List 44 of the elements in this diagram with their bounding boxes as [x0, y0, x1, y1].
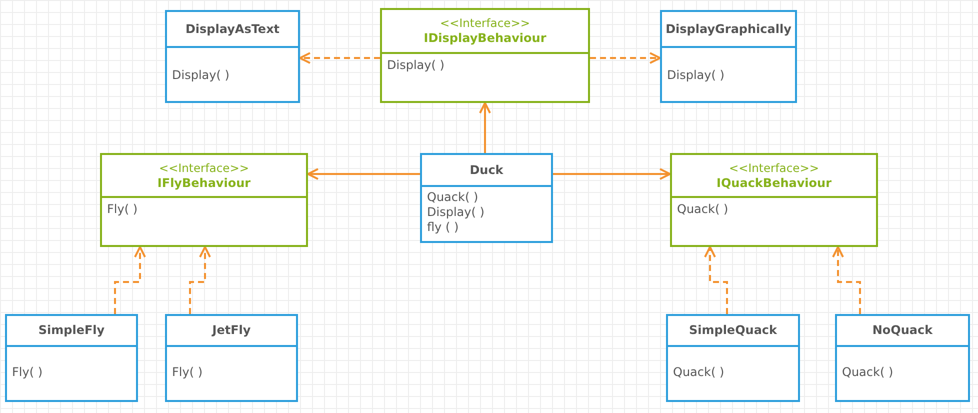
method-name: Display( )	[427, 205, 486, 220]
class-box	[835, 314, 970, 402]
method-name: Display( )	[387, 58, 446, 73]
dashed-arrow	[832, 246, 861, 314]
method-name: Quack( )	[677, 202, 730, 217]
method-name: Fly( )	[172, 365, 204, 380]
dashed-arrow	[299, 52, 380, 64]
class-name: DisplayAsText	[185, 22, 280, 36]
class-box	[660, 10, 797, 103]
method-name: Fly( )	[12, 365, 44, 380]
dashed-arrow	[590, 52, 661, 64]
dashed-arrow	[704, 246, 728, 314]
method-name: Quack( )	[842, 365, 894, 380]
class-name: JetFly	[212, 323, 251, 338]
class-name: SimpleFly	[38, 323, 105, 338]
class-box	[666, 314, 800, 402]
class-name: SimpleQuack	[688, 323, 778, 338]
stereotype-label: <<Interface>>	[440, 16, 530, 31]
class-name: IQuackBehaviour	[716, 176, 832, 190]
class-name: IDisplayBehaviour	[424, 31, 546, 46]
class-box	[5, 314, 138, 402]
class-name: Duck	[470, 162, 504, 178]
interface-box	[100, 153, 308, 247]
stereotype-label: <<Interface>>	[158, 160, 250, 176]
dashed-arrow	[189, 246, 211, 314]
method-name: Quack( )	[673, 365, 726, 380]
method-name: Fly( )	[107, 202, 139, 217]
arrow	[479, 102, 491, 153]
dashed-arrow	[114, 246, 146, 314]
method-name: fly ( )	[427, 220, 460, 235]
interface-box	[380, 8, 590, 103]
method-name: Display( )	[172, 68, 230, 83]
class-box	[165, 10, 300, 103]
class-box	[420, 153, 553, 243]
class-box	[165, 314, 298, 402]
arrow	[553, 168, 671, 180]
method-name: Quack( )	[427, 190, 480, 205]
class-name: NoQuack	[872, 323, 933, 338]
class-name: IFlyBehaviour	[157, 176, 251, 190]
interface-box	[670, 153, 878, 247]
stereotype-label: <<Interface>>	[728, 160, 820, 176]
arrow	[307, 168, 420, 180]
method-name: Display( )	[667, 68, 726, 83]
class-name: DisplayGraphically	[666, 22, 792, 36]
